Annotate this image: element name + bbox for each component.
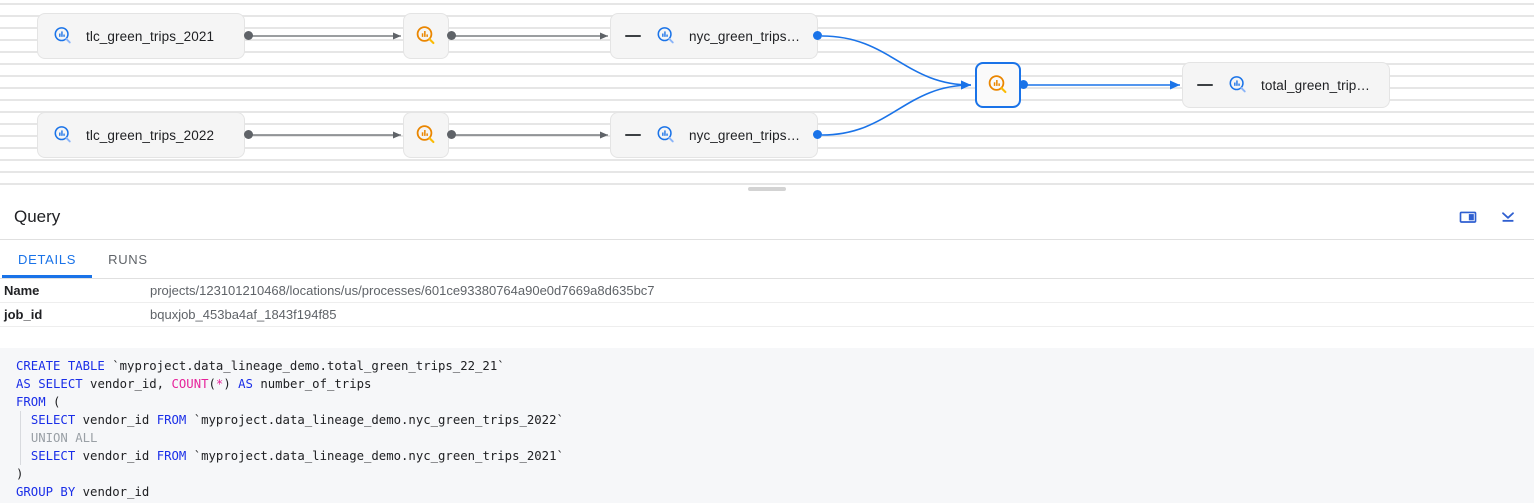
split-pane-icon[interactable] bbox=[1458, 207, 1478, 227]
indent-guide bbox=[20, 411, 21, 465]
lineage-node-tlc-green-trips-2022[interactable]: tlc_green_trips_2022 bbox=[37, 112, 245, 158]
lineage-graph-canvas[interactable]: tlc_green_trips_2021 tlc_green_trips_202… bbox=[0, 0, 1534, 186]
table-search-icon bbox=[54, 126, 71, 143]
tab-label: DETAILS bbox=[18, 251, 77, 267]
lineage-node-label: tlc_green_trips_2021 bbox=[86, 28, 215, 44]
sql-line: SELECT vendor_id FROM `myproject.data_li… bbox=[30, 449, 564, 463]
query-panel-tabs: DETAILS RUNS bbox=[0, 240, 1534, 279]
sql-line: SELECT vendor_id FROM `myproject.data_li… bbox=[30, 413, 564, 427]
panel-divider bbox=[0, 186, 1534, 194]
details-table: Name projects/123101210468/locations/us/… bbox=[0, 279, 1534, 327]
lineage-node-label: tlc_green_trips_2022 bbox=[86, 127, 215, 143]
node-output-port[interactable] bbox=[813, 31, 822, 40]
page-title: Query bbox=[14, 206, 61, 226]
sql-line: UNION ALL bbox=[30, 431, 98, 445]
sql-line: AS SELECT vendor_id, COUNT(*) AS number_… bbox=[16, 377, 372, 391]
lineage-node-tlc-green-trips-2021[interactable]: tlc_green_trips_2021 bbox=[37, 13, 245, 59]
lineage-node-label: nyc_green_trips… bbox=[689, 127, 801, 143]
detail-key: job_id bbox=[4, 307, 43, 322]
query-panel-header: Query bbox=[0, 194, 1534, 240]
lineage-node-process-selected[interactable] bbox=[975, 62, 1021, 108]
collapse-down-icon[interactable] bbox=[1498, 207, 1518, 227]
sql-line: FROM ( bbox=[16, 395, 61, 409]
edge-nyc2022-proc3 bbox=[821, 80, 972, 136]
collapse-node-icon[interactable] bbox=[625, 133, 641, 137]
node-output-port[interactable] bbox=[244, 31, 253, 40]
table-search-icon bbox=[657, 126, 674, 143]
node-output-port[interactable] bbox=[1019, 80, 1028, 89]
query-details-panel: Query DETAILS RUNS Name projects/1231012… bbox=[0, 194, 1534, 503]
lineage-node-process-2[interactable] bbox=[403, 112, 449, 158]
process-search-icon bbox=[416, 125, 435, 144]
tab-runs[interactable]: RUNS bbox=[92, 240, 164, 278]
collapse-node-icon[interactable] bbox=[625, 34, 641, 38]
node-output-port[interactable] bbox=[244, 130, 253, 139]
lineage-edge-layer bbox=[248, 32, 1180, 139]
lineage-node-process-1[interactable] bbox=[403, 13, 449, 59]
process-search-icon bbox=[416, 26, 435, 45]
node-output-port[interactable] bbox=[813, 130, 822, 139]
detail-value: bquxjob_453ba4af_1843f194f85 bbox=[150, 307, 337, 322]
lineage-node-nyc-green-trips-2022[interactable]: nyc_green_trips… bbox=[610, 112, 818, 158]
sql-line: GROUP BY vendor_id bbox=[16, 485, 150, 499]
tab-details[interactable]: DETAILS bbox=[2, 240, 93, 278]
edge-nyc2021-proc3 bbox=[821, 35, 972, 90]
lineage-node-label: total_green_trip… bbox=[1261, 77, 1371, 93]
sql-lines: CREATE TABLE `myproject.data_lineage_dem… bbox=[0, 357, 1534, 501]
collapse-node-icon[interactable] bbox=[1197, 83, 1213, 87]
sql-line: ) bbox=[16, 467, 24, 481]
table-row: Name projects/123101210468/locations/us/… bbox=[0, 279, 1534, 303]
lineage-node-label: nyc_green_trips… bbox=[689, 28, 801, 44]
lineage-node-nyc-green-trips-2021[interactable]: nyc_green_trips… bbox=[610, 13, 818, 59]
table-search-icon bbox=[657, 27, 674, 44]
node-output-port[interactable] bbox=[447, 31, 456, 40]
sql-code-block[interactable]: CREATE TABLE `myproject.data_lineage_dem… bbox=[0, 348, 1534, 503]
tab-label: RUNS bbox=[108, 251, 148, 267]
detail-value: projects/123101210468/locations/us/proce… bbox=[150, 283, 655, 298]
table-row: job_id bquxjob_453ba4af_1843f194f85 bbox=[0, 303, 1534, 327]
node-output-port[interactable] bbox=[447, 130, 456, 139]
sql-line: CREATE TABLE `myproject.data_lineage_dem… bbox=[16, 359, 505, 373]
detail-key: Name bbox=[4, 283, 40, 298]
table-search-icon bbox=[54, 27, 71, 44]
panel-resize-handle[interactable] bbox=[748, 187, 786, 191]
lineage-node-total-green-trips[interactable]: total_green_trip… bbox=[1182, 62, 1390, 108]
table-search-icon bbox=[1229, 76, 1246, 93]
process-search-icon bbox=[988, 75, 1007, 94]
